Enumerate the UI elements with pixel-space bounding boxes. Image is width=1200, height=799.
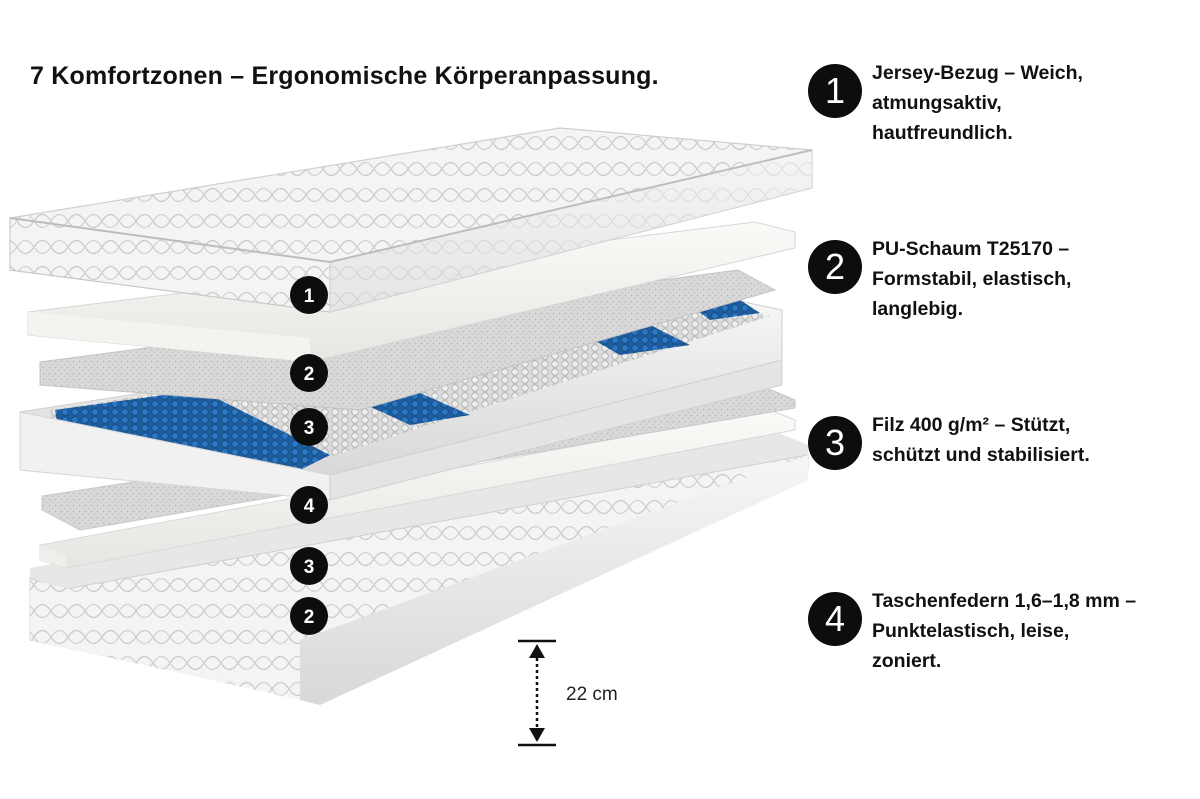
layer-badge-label: 2 bbox=[304, 364, 315, 385]
layer-badge-label: 2 bbox=[304, 607, 315, 628]
legend-text: Jersey-Bezug – Weich, atmungsaktiv, haut… bbox=[872, 62, 1083, 144]
layer-badge-label: 4 bbox=[304, 496, 315, 517]
legend-number: 4 bbox=[808, 592, 862, 646]
layer-badge: 4 bbox=[290, 486, 328, 524]
layer-badge-label: 3 bbox=[304, 557, 315, 578]
layer-badge: 2 bbox=[290, 597, 328, 635]
layer-badge: 1 bbox=[290, 276, 328, 314]
legend-text: Filz 400 g/m² – Stützt, schützt und stab… bbox=[872, 414, 1090, 466]
legend-text: PU-Schaum T25170 – Formstabil, elastisch… bbox=[872, 238, 1072, 320]
arrow-up-icon bbox=[529, 644, 545, 658]
legend-text: Taschenfedern 1,6–1,8 mm – Punktelastisc… bbox=[872, 590, 1137, 672]
headline: 7 Komfortzonen – Ergonomische Körperanpa… bbox=[30, 62, 659, 90]
height-dimension: 22 cm bbox=[518, 639, 618, 747]
layer-badge: 2 bbox=[290, 354, 328, 392]
height-label: 22 cm bbox=[566, 684, 618, 705]
layer-badge-label: 3 bbox=[304, 418, 315, 439]
layer-badge: 3 bbox=[290, 408, 328, 446]
legend-number: 1 bbox=[808, 64, 862, 118]
layer-badge: 3 bbox=[290, 547, 328, 585]
arrow-down-icon bbox=[529, 728, 545, 742]
layer-upper-foam bbox=[27, 221, 796, 363]
layer-top-cover bbox=[9, 127, 813, 313]
layer-bottom-cover bbox=[29, 432, 809, 705]
legend-number: 2 bbox=[808, 240, 862, 294]
legend-number: 3 bbox=[808, 416, 862, 470]
layer-badge-label: 1 bbox=[304, 286, 315, 307]
